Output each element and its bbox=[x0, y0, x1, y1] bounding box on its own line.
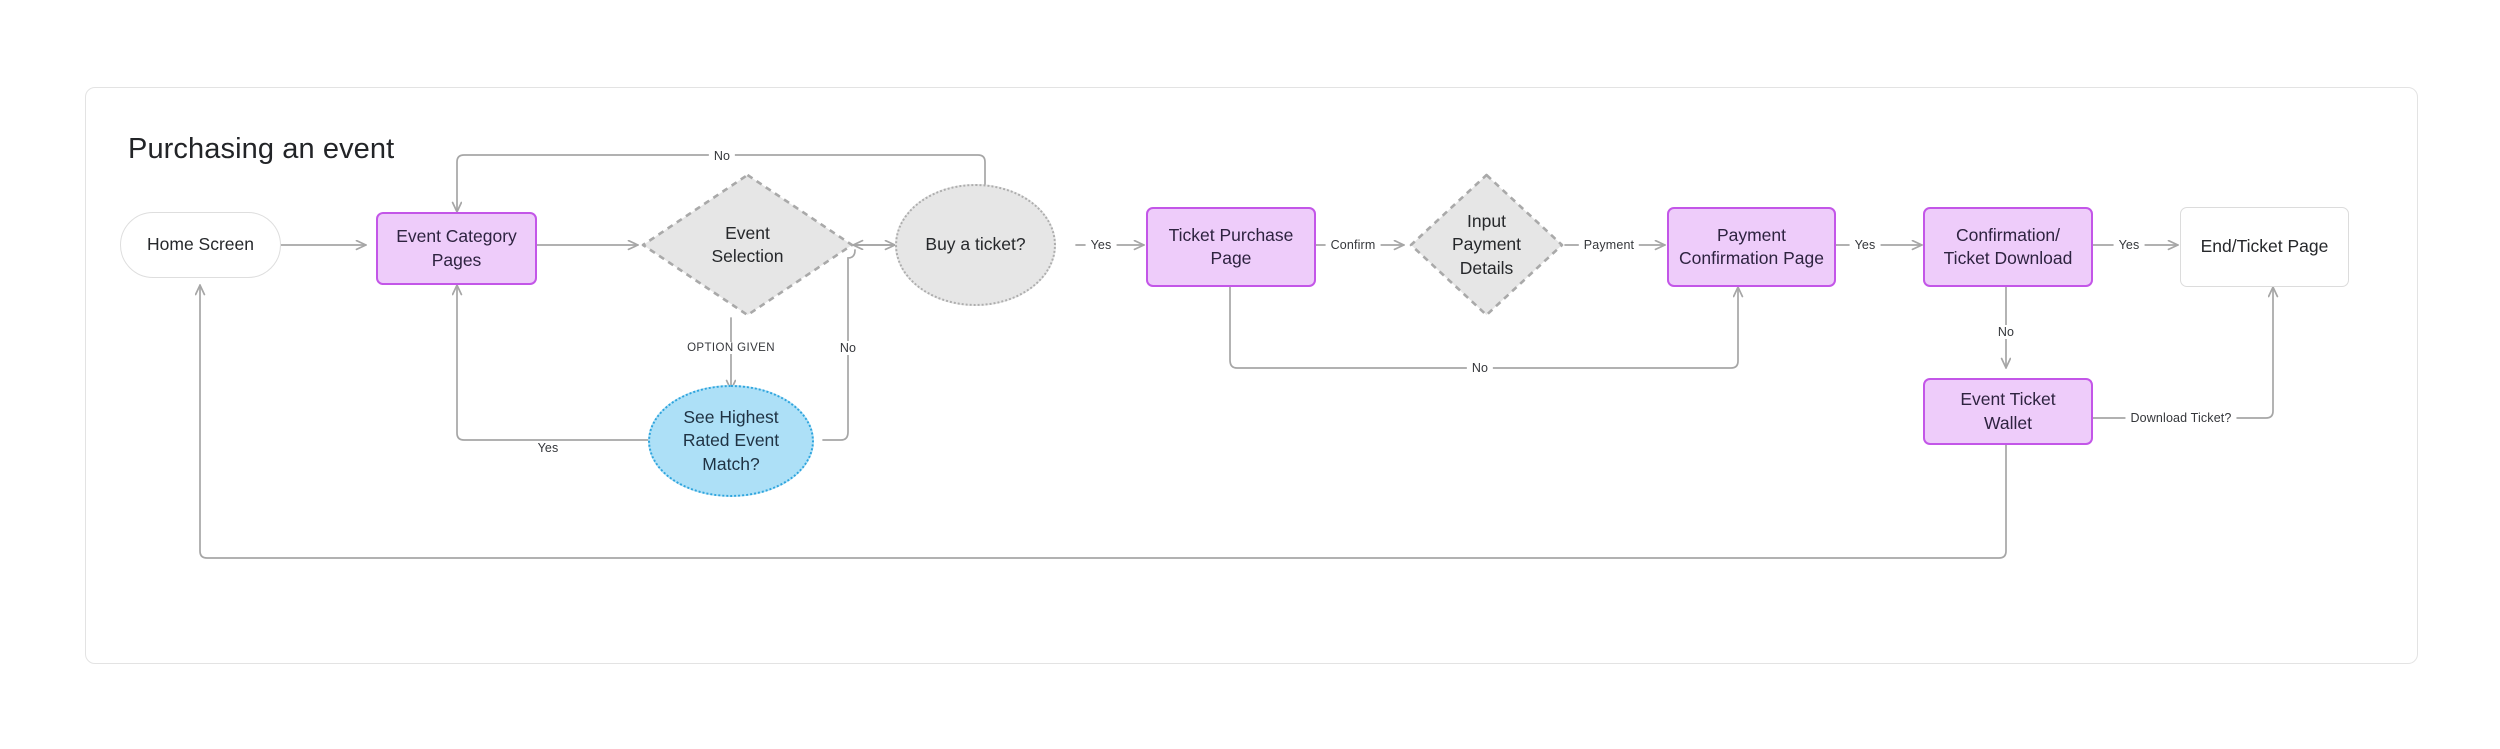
node-label: Home Screen bbox=[147, 234, 254, 255]
node-label: End/Ticket Page bbox=[2200, 236, 2329, 257]
edge-label-yes-payment-confirmation: Yes bbox=[1849, 238, 1881, 252]
edge-label-no-selection: No bbox=[834, 341, 862, 355]
node-buy-a-ticket[interactable]: Buy a ticket? bbox=[895, 184, 1056, 306]
node-label: Payment Confirmation Page bbox=[1679, 224, 1824, 268]
edge-label-no-download: No bbox=[1992, 325, 2020, 339]
node-label: Event Selection bbox=[711, 222, 784, 266]
node-end-ticket-page[interactable]: End/Ticket Page bbox=[2180, 207, 2349, 287]
node-label: Event Category Pages bbox=[396, 226, 517, 270]
edge-label-no-top: No bbox=[708, 149, 736, 163]
node-label: Buy a ticket? bbox=[925, 234, 1026, 255]
node-home-screen[interactable]: Home Screen bbox=[120, 212, 281, 278]
node-event-category-pages[interactable]: Event Category Pages bbox=[376, 212, 537, 285]
node-label: Confirmation/ Ticket Download bbox=[1943, 224, 2073, 268]
node-ticket-purchase-page[interactable]: Ticket Purchase Page bbox=[1146, 207, 1316, 287]
node-event-ticket-wallet[interactable]: Event Ticket Wallet bbox=[1923, 378, 2093, 445]
diamond-shape bbox=[640, 172, 855, 318]
node-input-payment-details[interactable]: Input Payment Details bbox=[1408, 172, 1565, 318]
node-see-highest-rated[interactable]: See Highest Rated Event Match? bbox=[648, 385, 814, 497]
edge-label-yes-highest-rated: Yes bbox=[532, 441, 564, 455]
edge-label-yes-buy: Yes bbox=[1085, 238, 1117, 252]
page-title: Purchasing an event bbox=[128, 133, 395, 165]
edge-label-download-ticket: Download Ticket? bbox=[2125, 411, 2237, 425]
node-event-selection[interactable]: Event Selection bbox=[640, 172, 855, 318]
edge-label-yes-confirmation: Yes bbox=[2113, 238, 2145, 252]
edge-label-confirm: Confirm bbox=[1325, 238, 1381, 252]
node-payment-confirmation-page[interactable]: Payment Confirmation Page bbox=[1667, 207, 1836, 287]
node-label: Input Payment Details bbox=[1451, 211, 1522, 278]
diamond-shape bbox=[1408, 172, 1565, 318]
diagram-canvas-frame bbox=[85, 87, 2418, 664]
node-label: Ticket Purchase Page bbox=[1168, 224, 1294, 268]
edge-label-payment: Payment bbox=[1578, 238, 1640, 252]
node-confirmation-ticket-download[interactable]: Confirmation/ Ticket Download bbox=[1923, 207, 2093, 287]
edge-label-option-given: OPTION GIVEN bbox=[682, 342, 780, 354]
edge-label-no-purchase: No bbox=[1466, 361, 1494, 375]
node-label: Event Ticket Wallet bbox=[1960, 389, 2056, 433]
node-label: See Highest Rated Event Match? bbox=[682, 407, 780, 474]
